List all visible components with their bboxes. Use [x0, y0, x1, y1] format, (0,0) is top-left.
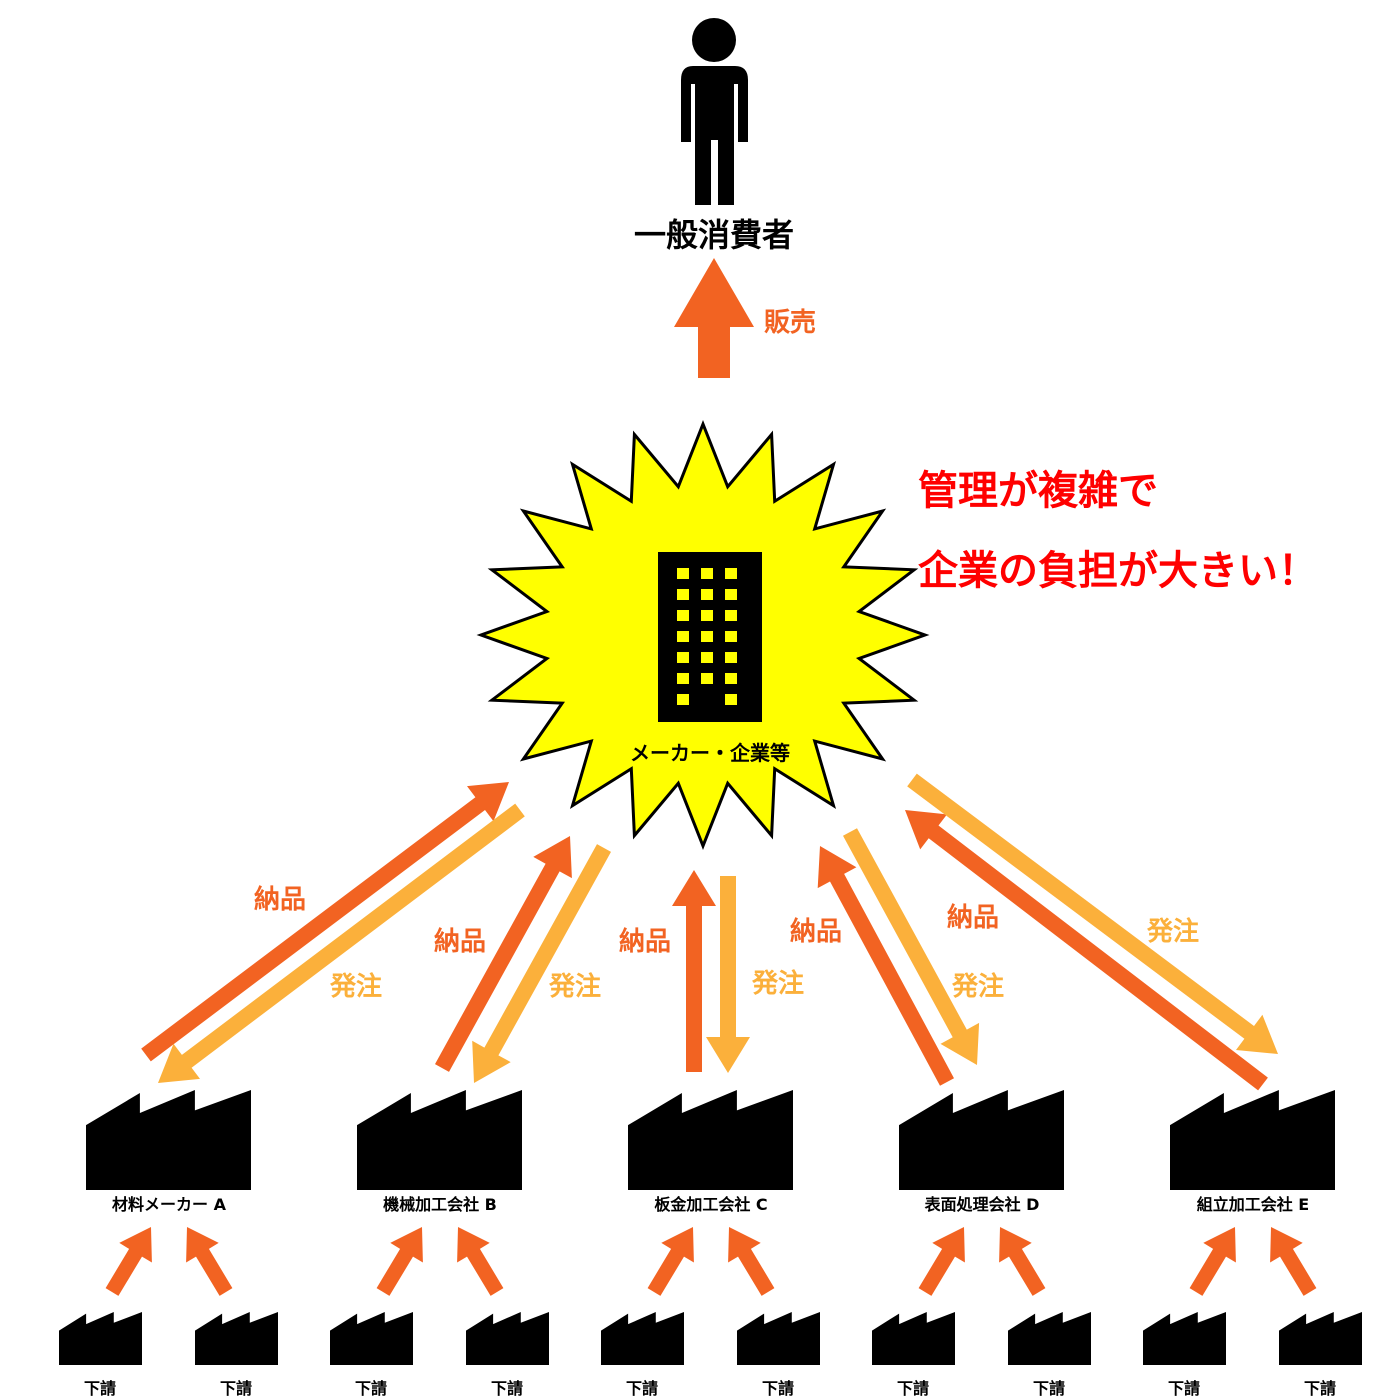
- delivery-arrow: [435, 836, 572, 1072]
- building-window: [677, 694, 689, 705]
- subcontractor-label: 下請: [1033, 1379, 1065, 1398]
- subcontractor-label: 下請: [897, 1379, 929, 1398]
- building-window: [725, 610, 737, 621]
- warning-line-2: 企業の負担が大きい！: [918, 548, 1318, 594]
- subcontractor-label: 下請: [626, 1379, 658, 1398]
- factory-icon: [86, 1090, 251, 1190]
- delivery-arrow: [817, 846, 954, 1086]
- small-factory-icon: [195, 1312, 278, 1365]
- subcontract-arrow: [457, 1227, 504, 1296]
- order-arrow: [907, 773, 1278, 1054]
- subcontract-arrow: [186, 1227, 233, 1296]
- subcontract-arrow: [647, 1227, 694, 1296]
- building-window: [701, 673, 713, 684]
- delivery-arrow: [672, 870, 716, 1072]
- building-window: [725, 652, 737, 663]
- building-window: [677, 652, 689, 663]
- building-window: [701, 568, 713, 579]
- building-window: [701, 589, 713, 600]
- supply-arrows: [141, 773, 1278, 1091]
- maker-building-icon: [658, 552, 762, 722]
- subcontractor-label: 下請: [355, 1379, 387, 1398]
- building-window: [677, 631, 689, 642]
- subcontract-arrow: [105, 1227, 152, 1296]
- subcontract-arrow: [1189, 1227, 1236, 1296]
- subcontractor-label: 下請: [1304, 1379, 1336, 1398]
- supplier-label-c: 板金加工会社 C: [654, 1195, 767, 1214]
- subcontractor-factories: [59, 1312, 1362, 1365]
- supplier-factories: [86, 1090, 1335, 1190]
- delivery-label-a: 納品: [254, 884, 306, 915]
- building-window: [677, 673, 689, 684]
- subcontract-arrow: [1270, 1227, 1317, 1296]
- sale-label: 販売: [764, 308, 816, 338]
- building-window: [725, 673, 737, 684]
- small-factory-icon: [59, 1312, 142, 1365]
- supplier-label-d: 表面処理会社 D: [924, 1195, 1040, 1214]
- consumer-label: 一般消費者: [634, 216, 794, 254]
- delivery-label-b: 納品: [434, 926, 486, 957]
- small-factory-icon: [330, 1312, 413, 1365]
- building-window: [701, 631, 713, 642]
- factory-icon: [899, 1090, 1064, 1190]
- subcontractor-label: 下請: [220, 1379, 252, 1398]
- supplier-label-b: 機械加工会社 B: [383, 1195, 497, 1214]
- small-factory-icon: [1279, 1312, 1362, 1365]
- small-factory-icon: [1143, 1312, 1226, 1365]
- order-label-d: 発注: [951, 971, 1004, 1002]
- delivery-label-d: 納品: [790, 916, 842, 947]
- subcontractor-label: 下請: [491, 1379, 523, 1398]
- building-window: [677, 568, 689, 579]
- sale-arrow: [674, 258, 754, 378]
- small-factory-icon: [466, 1312, 549, 1365]
- order-label-b: 発注: [548, 971, 601, 1002]
- subcontract-arrow: [376, 1227, 423, 1296]
- subcontract-arrow: [999, 1227, 1046, 1296]
- delivery-arrow: [141, 782, 509, 1062]
- order-arrow: [706, 876, 750, 1073]
- delivery-arrow: [905, 810, 1268, 1091]
- building-window: [701, 610, 713, 621]
- delivery-label-c: 納品: [619, 926, 671, 957]
- building-window: [677, 610, 689, 621]
- subcontract-arrow: [728, 1227, 775, 1296]
- order-label-e: 発注: [1146, 916, 1199, 947]
- building-window: [725, 631, 737, 642]
- building-window: [701, 652, 713, 663]
- building-window: [677, 589, 689, 600]
- small-factory-icon: [737, 1312, 820, 1365]
- maker-label: メーカー・企業等: [630, 741, 790, 765]
- supplier-label-e: 組立加工会社 E: [1197, 1195, 1310, 1214]
- supplier-label-a: 材料メーカー A: [112, 1195, 227, 1214]
- order-label-c: 発注: [751, 968, 804, 999]
- delivery-label-e: 納品: [947, 902, 999, 933]
- factory-icon: [357, 1090, 522, 1190]
- subcontract-arrow: [918, 1227, 965, 1296]
- building-window: [725, 568, 737, 579]
- order-label-a: 発注: [329, 971, 382, 1002]
- order-arrow: [472, 844, 611, 1083]
- consumer-person-icon: [681, 18, 748, 205]
- small-factory-icon: [872, 1312, 955, 1365]
- factory-icon: [1170, 1090, 1335, 1190]
- subcontractor-label: 下請: [84, 1379, 116, 1398]
- small-factory-icon: [1008, 1312, 1091, 1365]
- factory-icon: [628, 1090, 793, 1190]
- subcontractor-label: 下請: [1168, 1379, 1200, 1398]
- warning-line-1: 管理が複雑で: [918, 468, 1158, 514]
- subcontractor-label: 下請: [762, 1379, 794, 1398]
- building-window: [725, 589, 737, 600]
- order-arrow: [843, 828, 980, 1065]
- building-window: [725, 694, 737, 705]
- small-factory-icon: [601, 1312, 684, 1365]
- subcontractor-arrows: [105, 1227, 1317, 1296]
- order-arrow: [158, 803, 525, 1083]
